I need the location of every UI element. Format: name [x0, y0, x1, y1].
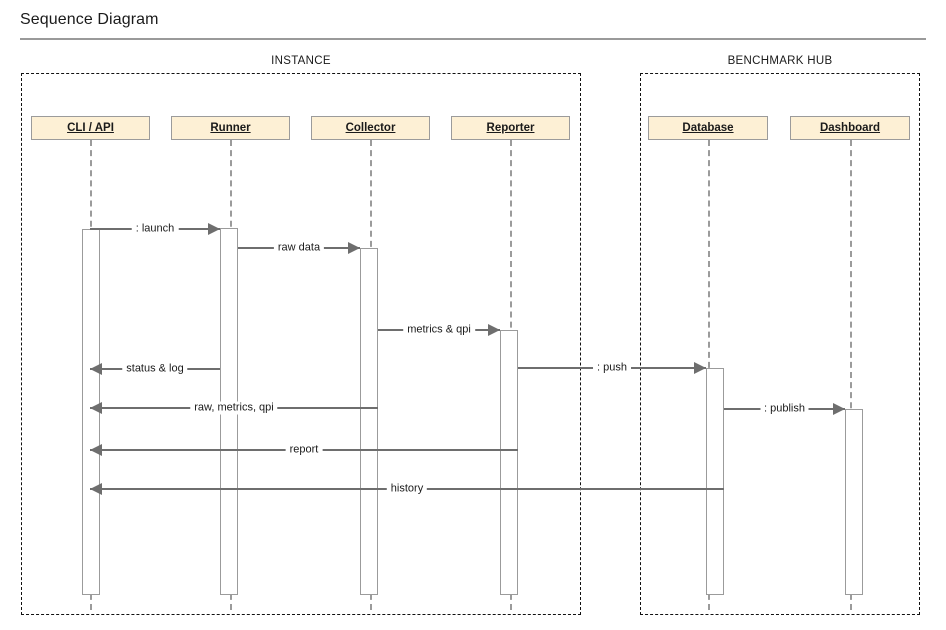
lifeline-dashboard	[850, 140, 852, 610]
message-label-push: : push	[593, 361, 631, 375]
title-divider	[20, 38, 926, 40]
arrowhead-right-icon	[348, 242, 360, 254]
activation-bar-collector	[360, 248, 378, 595]
participant-label-dashboard: Dashboard	[819, 122, 881, 134]
message-label-launch: : launch	[131, 222, 179, 236]
arrowhead-left-icon	[90, 483, 102, 495]
group-label-instance: INSTANCE	[271, 55, 331, 67]
group-frame-benchmark	[640, 73, 920, 615]
participant-label-reporter: Reporter	[486, 122, 535, 134]
message-label-raw-data: raw data	[273, 241, 325, 255]
participant-runner[interactable]: Runner	[171, 116, 290, 140]
participant-label-cli: CLI / API	[67, 122, 114, 134]
participant-label-runner: Runner	[210, 122, 251, 134]
group-frame-instance	[21, 73, 581, 615]
participant-dashboard[interactable]: Dashboard	[790, 116, 910, 140]
message-label-metrics-qpi: metrics & qpi	[403, 323, 475, 337]
message-label-history: history	[386, 482, 428, 496]
participant-label-collector: Collector	[345, 122, 396, 134]
participant-database[interactable]: Database	[648, 116, 768, 140]
arrowhead-left-icon	[90, 444, 102, 456]
activation-bar-dashboard	[845, 409, 863, 595]
participant-reporter[interactable]: Reporter	[451, 116, 570, 140]
arrowhead-right-icon	[694, 362, 706, 374]
activation-bar-reporter	[500, 330, 518, 595]
message-label-report: report	[285, 443, 323, 457]
page-title: Sequence Diagram	[20, 11, 159, 28]
message-label-publish: : publish	[760, 402, 809, 416]
participant-cli[interactable]: CLI / API	[31, 116, 150, 140]
participant-label-database: Database	[682, 122, 734, 134]
activation-bar-database	[706, 368, 724, 595]
arrowhead-left-icon	[90, 402, 102, 414]
arrowhead-right-icon	[833, 403, 845, 415]
message-label-raw-metrics: raw, metrics, qpi	[190, 401, 278, 415]
arrowhead-left-icon	[90, 363, 102, 375]
message-label-status-log: status & log	[122, 362, 188, 376]
participant-collector[interactable]: Collector	[311, 116, 430, 140]
arrowhead-right-icon	[208, 223, 220, 235]
group-label-benchmark: BENCHMARK HUB	[727, 55, 833, 67]
arrowhead-right-icon	[488, 324, 500, 336]
